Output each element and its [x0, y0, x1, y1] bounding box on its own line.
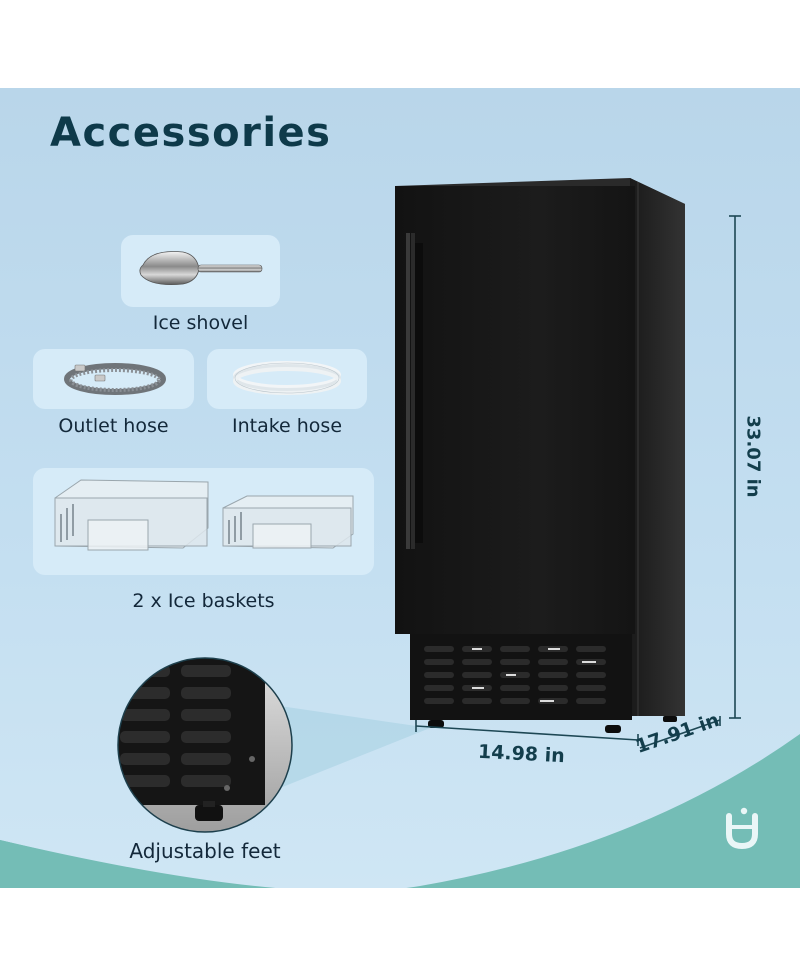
feature-label-adjustable-feet: Adjustable feet	[129, 839, 281, 863]
height-dimension-label: 33.07 in	[742, 415, 764, 498]
ice-scoop-icon	[139, 251, 263, 285]
teal-wave-background	[0, 734, 800, 888]
brand-logo-icon	[726, 807, 758, 850]
accessory-card-outlet-hose	[33, 349, 194, 409]
ice-maker-icon	[395, 178, 685, 733]
width-dimension-label: 14.98 in	[477, 740, 566, 768]
product-infographic: Accessories Ice shovel Outlet hose	[0, 88, 800, 888]
accessory-label-ice-shovel: Ice shovel	[152, 312, 249, 334]
accessory-card-ice-shovel	[121, 235, 280, 307]
adjustable-foot-closeup-icon	[117, 657, 293, 833]
width-dimension-line	[415, 720, 639, 746]
callout-beam	[280, 706, 430, 788]
accessory-card-ice-baskets	[33, 468, 374, 575]
accessory-label-ice-baskets: 2 x Ice baskets	[132, 590, 275, 612]
clear-ice-baskets-icon	[54, 479, 354, 551]
accessory-card-intake-hose	[207, 349, 367, 409]
white-coiled-hose-icon	[233, 361, 341, 395]
page-title: Accessories	[50, 110, 332, 156]
accessory-label-outlet-hose: Outlet hose	[58, 415, 169, 437]
height-dimension-line	[729, 215, 741, 719]
gray-coiled-hose-icon	[64, 363, 166, 395]
accessory-label-intake-hose: Intake hose	[231, 415, 343, 437]
depth-dimension-line	[639, 716, 721, 749]
